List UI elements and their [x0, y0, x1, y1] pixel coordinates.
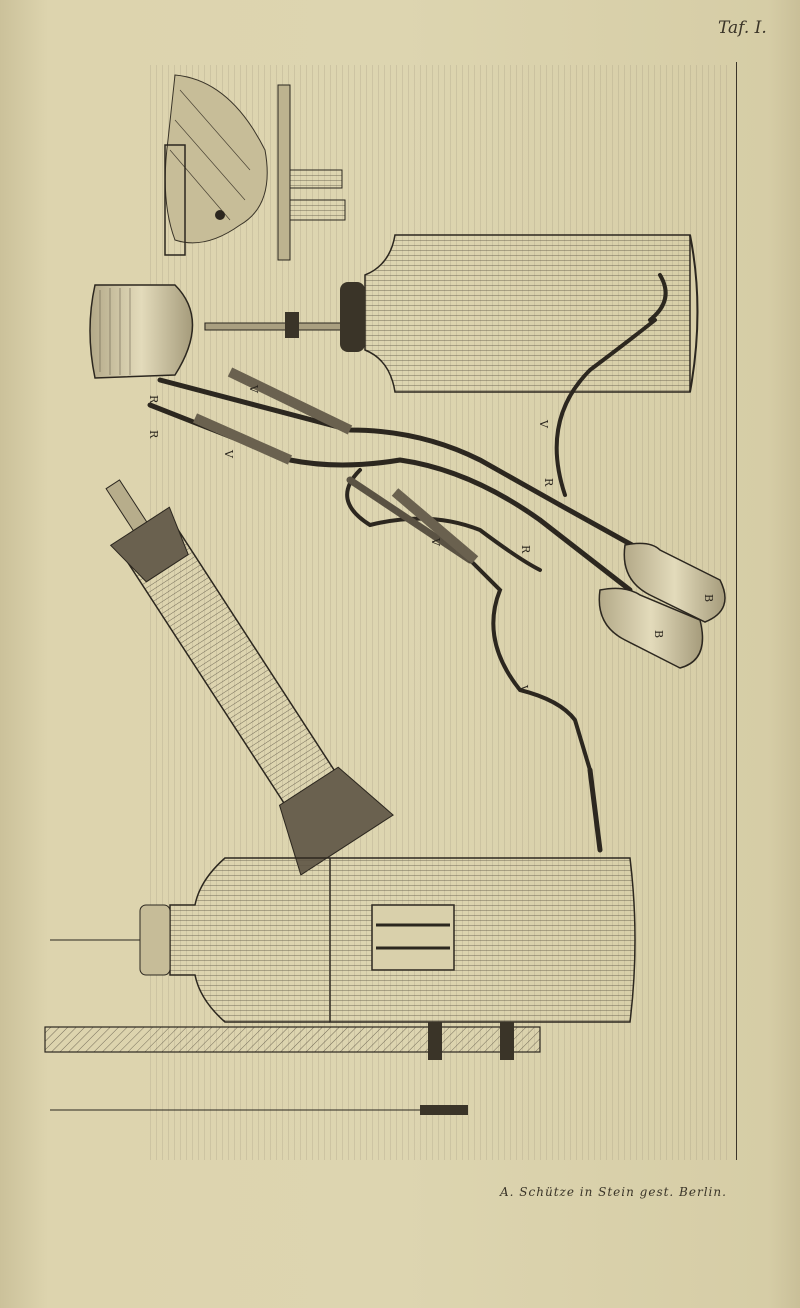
frame-border: [736, 62, 737, 1160]
junction-label: R: [542, 478, 555, 487]
flask-label: B: [652, 630, 665, 638]
animal-board: [277, 84, 346, 261]
flasks: B B: [598, 542, 726, 669]
plate-number: Taf. I.: [718, 18, 767, 38]
gasometer-upper: [340, 234, 699, 393]
gasometer-lower: [50, 857, 636, 1023]
junction-label: R: [147, 430, 160, 439]
tube-label: V: [222, 449, 235, 459]
tube-label: V: [537, 419, 550, 429]
lithographer-caption: A. Schütze in Stein gest. Berlin.: [500, 1185, 727, 1199]
tube-label: V: [517, 684, 530, 694]
glass-tubes: V V V V V R R R R: [147, 367, 555, 694]
tube-label: V: [429, 537, 442, 547]
base-board: [44, 1022, 541, 1115]
connecting-rod: [204, 322, 346, 331]
flask-label: B: [702, 594, 715, 602]
bell-jar: [89, 284, 194, 379]
pump-cylinder: [105, 479, 394, 876]
animal-head: [164, 74, 268, 256]
tube-label: V: [247, 384, 260, 394]
hose-network: [147, 273, 668, 853]
junction-label: R: [519, 545, 532, 554]
junction-label: R: [147, 395, 160, 404]
